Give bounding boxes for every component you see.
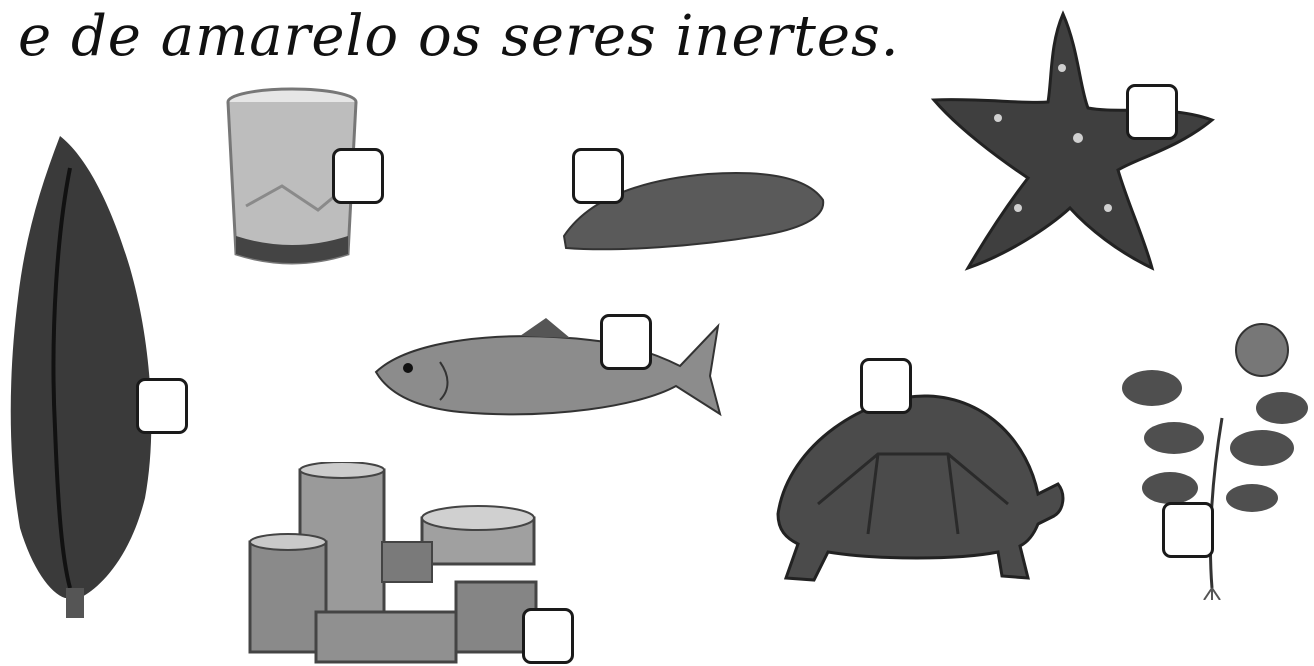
checkbox-clover[interactable] xyxy=(1162,502,1214,558)
checkbox-fish[interactable] xyxy=(600,314,652,370)
clover-icon xyxy=(1112,318,1312,600)
glass-icon xyxy=(222,86,362,268)
cans-icon xyxy=(246,462,546,666)
tortoise-icon xyxy=(758,384,1068,584)
cypress-tree-icon xyxy=(0,128,170,618)
checkbox-tortoise[interactable] xyxy=(860,358,912,414)
fish-icon xyxy=(370,316,722,420)
checkbox-starfish[interactable] xyxy=(1126,84,1178,140)
starfish-icon xyxy=(928,8,1218,272)
checkbox-cypress-tree[interactable] xyxy=(136,378,188,434)
checkbox-stone[interactable] xyxy=(572,148,624,204)
stone-icon xyxy=(558,160,828,256)
instruction-text: e de amarelo os seres inertes. xyxy=(18,4,900,69)
checkbox-glass[interactable] xyxy=(332,148,384,204)
checkbox-cans[interactable] xyxy=(522,608,574,664)
